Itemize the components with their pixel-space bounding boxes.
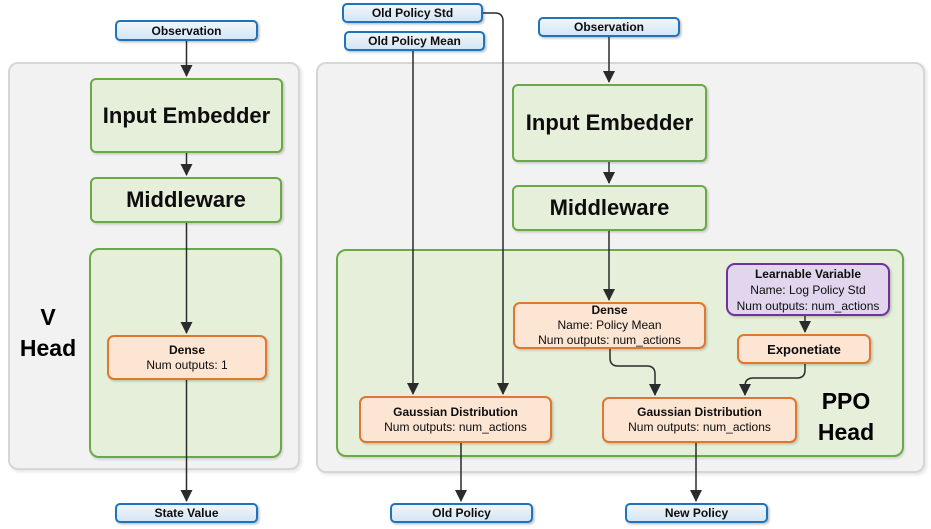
gaussian-new-title: Gaussian Distribution [637, 405, 762, 419]
ppo-head-label-line2: Head [817, 419, 875, 445]
gaussian-distribution-old-node: Gaussian Distribution Num outputs: num_a… [359, 396, 552, 443]
old-policy-node: Old Policy [390, 503, 533, 523]
dense-policy-mean-node: Dense Name: Policy Mean Num outputs: num… [513, 302, 706, 349]
v-head-label-line2: Head [19, 335, 77, 361]
input-embedder-node-ppo: Input Embedder [512, 84, 707, 162]
dense-node-v: Dense Num outputs: 1 [107, 335, 267, 380]
state-value-node: State Value [115, 503, 258, 523]
observation-node-ppo: Observation [538, 17, 680, 37]
middleware-node-v: Middleware [90, 177, 282, 223]
ppo-head-label: PPO Head [805, 386, 887, 448]
old-policy-mean-node: Old Policy Mean [344, 31, 485, 51]
dense-node-v-title: Dense [168, 342, 206, 357]
old-policy-std-node: Old Policy Std [342, 3, 483, 23]
ppo-head-label-line1: PPO [821, 388, 871, 414]
exponetiate-node: Exponetiate [737, 334, 871, 364]
learnable-variable-node: Learnable Variable Name: Log Policy Std … [726, 263, 890, 316]
gaussian-new-line1: Num outputs: num_actions [628, 420, 771, 434]
gaussian-distribution-new-node: Gaussian Distribution Num outputs: num_a… [602, 397, 797, 443]
new-policy-node: New Policy [625, 503, 768, 523]
dense-node-v-line1: Num outputs: 1 [146, 357, 228, 372]
gaussian-old-line1: Num outputs: num_actions [384, 419, 527, 434]
learnable-variable-title: Learnable Variable [754, 266, 862, 281]
v-head-label-line1: V [40, 304, 56, 330]
observation-node-v: Observation [115, 20, 258, 41]
input-embedder-node-v: Input Embedder [90, 78, 283, 153]
middleware-node-ppo: Middleware [512, 185, 707, 231]
dense-policy-mean-title: Dense [591, 303, 628, 317]
v-head-label: V Head [8, 302, 88, 364]
dense-policy-mean-line2: Num outputs: num_actions [538, 333, 681, 347]
learnable-variable-line2: Num outputs: num_actions [736, 298, 880, 313]
dense-policy-mean-line1: Name: Policy Mean [557, 318, 662, 332]
gaussian-old-title: Gaussian Distribution [393, 404, 518, 419]
learnable-variable-line1: Name: Log Policy Std [750, 282, 866, 297]
